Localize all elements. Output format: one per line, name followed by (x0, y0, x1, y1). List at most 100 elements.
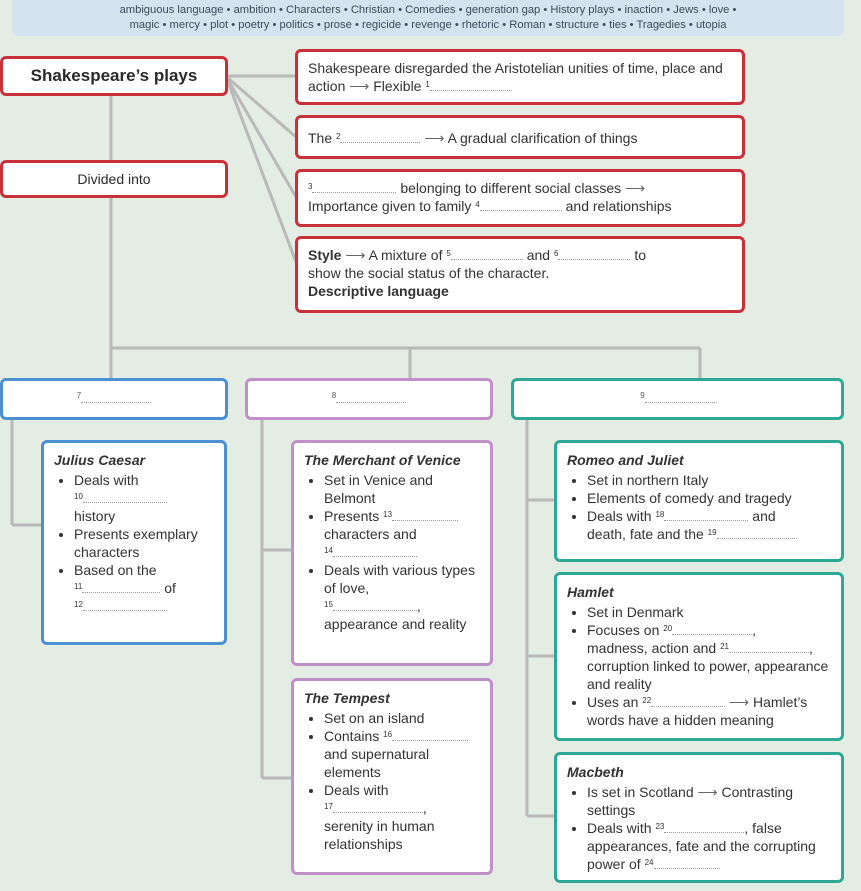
word-bank: ambiguous language • ambition • Characte… (12, 0, 844, 36)
category-box-7: 7 (0, 378, 228, 420)
answer-blank[interactable] (340, 132, 421, 143)
answer-blank[interactable] (479, 200, 562, 211)
arrow-icon: ⟶ (345, 247, 366, 263)
bullet-text: Presents (324, 508, 380, 524)
bullet-text: of (164, 580, 176, 596)
answer-blank[interactable] (651, 696, 726, 707)
list-item: Deals with 10 history (74, 471, 214, 525)
descriptive-language-label: Descriptive language (308, 283, 449, 299)
answer-blank[interactable] (392, 730, 469, 741)
arrow-icon: ⟶ (625, 180, 646, 196)
play-title: The Merchant of Venice (304, 452, 461, 468)
list-item: Set in northern Italy (587, 471, 831, 489)
bullet-text: Based on the (74, 562, 157, 578)
bullet-text: history (74, 508, 116, 524)
style-status-text: show the social status of the character. (308, 265, 550, 281)
answer-blank[interactable] (664, 822, 745, 833)
bullet-text: and supernatural elements (324, 746, 430, 780)
category-box-9: 9 (511, 378, 844, 420)
feature-the-text: The (308, 130, 333, 146)
arrow-icon: ⟶ (424, 130, 445, 146)
list-item: Set in Denmark (587, 603, 831, 621)
blank-number: 1 (425, 80, 430, 89)
feature-unities-box: Shakespeare disregarded the Aristotelian… (295, 49, 745, 105)
answer-blank[interactable] (429, 80, 512, 91)
answer-blank[interactable] (332, 600, 417, 611)
feature-characters-box: 3 belonging to different social classes … (295, 169, 745, 227)
answer-blank[interactable] (644, 392, 715, 403)
category-box-8: 8 (245, 378, 493, 420)
list-item: Focuses on 20,madness, action and 21,cor… (587, 621, 831, 693)
bullet-text: Hamlet’s words have a hidden meaning (587, 694, 808, 728)
blank-number: 8 (331, 391, 337, 400)
play-macbeth-box: Macbeth Is set in Scotland ⟶ Contrasting… (554, 752, 844, 883)
play-title: Julius Caesar (54, 452, 146, 468)
answer-blank[interactable] (332, 802, 423, 813)
bullet-text: corruption linked to power, appearance a… (587, 658, 829, 692)
blank-number: 10 (74, 492, 83, 501)
list-item: Set on an island (324, 709, 480, 727)
blank-number: 20 (663, 624, 673, 633)
bullet-text: appearance and reality (324, 616, 467, 632)
blank-number: 21 (720, 642, 729, 651)
play-tempest-box: The Tempest Set on an island Contains 16… (291, 678, 493, 875)
play-julius-caesar-box: Julius Caesar Deals with 10 history Presen… (41, 440, 227, 645)
play-title: Macbeth (567, 764, 624, 780)
divided-into-box: Divided into (0, 160, 228, 198)
answer-blank[interactable] (729, 642, 809, 653)
answer-blank[interactable] (653, 858, 720, 869)
bullet-text: Deals with (324, 782, 389, 798)
bullet-text: Deals with (74, 472, 139, 488)
answer-blank[interactable] (664, 510, 749, 521)
answer-blank[interactable] (558, 249, 631, 260)
feature-clarification-text: A gradual clarification of things (447, 130, 638, 146)
blank-number: 12 (74, 600, 83, 609)
style-mixture-text: A mixture of (368, 247, 443, 263)
blank-number: 4 (475, 200, 480, 209)
answer-blank[interactable] (672, 624, 753, 635)
blank-number: 6 (553, 249, 559, 258)
feature-unities-text: Shakespeare disregarded the Aristotelian… (308, 60, 723, 94)
answer-blank[interactable] (82, 600, 167, 611)
feature-plot-box: The 2 ⟶ A gradual clarification of thing… (295, 115, 745, 159)
arrow-icon: ⟶ (349, 78, 370, 94)
answer-blank[interactable] (82, 582, 161, 593)
blank-number: 9 (640, 391, 645, 400)
blank-number: 3 (308, 182, 313, 191)
bullet-text: Focuses on (587, 622, 660, 638)
answer-blank[interactable] (336, 392, 407, 403)
bullet-text: Is set in Scotland (587, 784, 694, 800)
blank-number: 7 (76, 391, 82, 400)
main-title: Shakespeare’s plays (30, 66, 198, 85)
answer-blank[interactable] (450, 249, 523, 260)
answer-blank[interactable] (392, 510, 459, 521)
answer-blank[interactable] (82, 492, 167, 503)
answer-blank[interactable] (332, 546, 417, 557)
word-bank-line-1: ambiguous language • ambition • Characte… (119, 4, 737, 16)
blank-number: 18 (655, 510, 665, 519)
answer-blank[interactable] (312, 182, 397, 193)
answer-blank[interactable] (81, 392, 152, 403)
bullet-text: Deals with various types of love, (324, 562, 475, 596)
bullet-text: Uses an (587, 694, 639, 710)
blank-number: 16 (383, 730, 393, 739)
feature-relationships-text: and relationships (565, 198, 672, 214)
list-item: Presents exemplary characters (74, 525, 214, 561)
bullet-text: and (752, 508, 776, 524)
play-title: Hamlet (567, 584, 614, 600)
feature-family-text: Importance given to family (308, 198, 472, 214)
bullet-text: Deals with (587, 820, 652, 836)
arrow-icon: ⟶ (729, 694, 750, 710)
blank-number: 24 (644, 858, 654, 867)
blank-number: 15 (324, 600, 333, 609)
list-item: Is set in Scotland ⟶ Contrasting setting… (587, 783, 831, 819)
feature-style-box: Style ⟶ A mixture of 5 and 6 to show the… (295, 236, 745, 313)
answer-blank[interactable] (716, 528, 797, 539)
feature-classes-text: belonging to different social classes (400, 180, 622, 196)
